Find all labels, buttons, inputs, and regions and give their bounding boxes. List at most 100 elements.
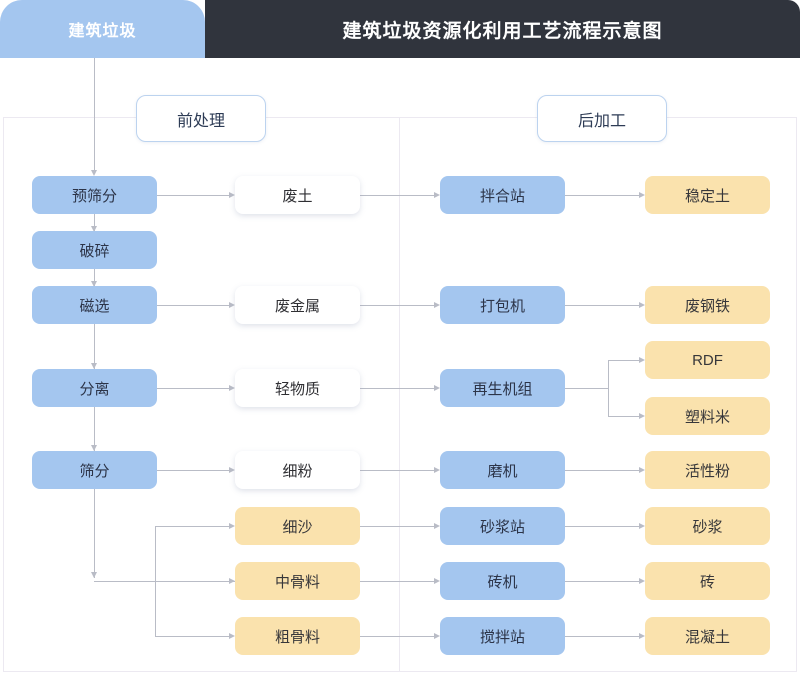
node-coarse-aggregate[interactable]: 粗骨料 [235,617,360,655]
node-concrete[interactable]: 混凝土 [645,617,770,655]
connector-r1-c1c2-h [157,195,229,196]
node-label: 筛分 [79,462,110,480]
connector-r1-c3c4-h [565,195,639,196]
node-rdf[interactable]: RDF [645,341,770,379]
node-fine-powder[interactable]: 细粉 [235,451,360,489]
connector-r6-c2c3-arrow [434,577,440,584]
connector-r1-c2c3-arrow [434,191,440,198]
connector-to-coarseagg-h [155,636,229,637]
node-label: 磁选 [79,297,110,315]
connector-r7-c3c4-h [565,636,639,637]
connector-r1-c2c3-h [360,195,434,196]
node-label: 废土 [282,187,313,205]
connector-p1-arrow [90,226,97,232]
node-label: 砖 [699,573,715,591]
node-mill[interactable]: 磨机 [440,451,565,489]
node-label: 打包机 [479,297,525,315]
node-plastic-pellet[interactable]: 塑料米 [645,397,770,435]
category-tab[interactable]: 建筑垃圾 [0,0,205,58]
node-mid-aggregate[interactable]: 中骨料 [235,562,360,600]
connector-r6-c3c4-arrow [639,577,645,584]
node-label: 稳定土 [684,187,730,205]
node-magnetic[interactable]: 磁选 [32,286,157,324]
node-label: 细沙 [282,518,313,536]
connector-r5-c3c4-h [565,526,639,527]
node-label: 分离 [79,380,110,398]
connector-r3-c1c2-h [157,388,229,389]
node-label: 磨机 [487,462,518,480]
connector-r5-c3c4-arrow [639,522,645,529]
connector-entry-v [94,58,95,170]
connector-r7-c2c3-h [360,636,434,637]
connector-r3-c2c3-arrow [434,384,440,391]
connector-regen-bracket-v [608,360,609,416]
connector-screen-to-midagg-h [94,581,235,582]
node-label: 砂浆 [692,518,723,536]
connector-r6-c2c3-h [360,581,434,582]
node-label: RDF [692,351,723,369]
connector-screen-down-v [94,489,95,578]
node-label: 再生机组 [472,380,533,398]
connector-r2-c3c4-h [565,305,639,306]
node-active-powder[interactable]: 活性粉 [645,451,770,489]
title-bar: 建筑垃圾资源化利用工艺流程示意图 [205,0,800,58]
node-scrap-steel[interactable]: 废钢铁 [645,286,770,324]
connector-p3-v [94,324,95,369]
connector-r4-c3c4-arrow [639,466,645,473]
connector-to-finesand-h [155,526,229,527]
connector-regen-plastic-h [608,416,639,417]
node-mixing-station[interactable]: 拌合站 [440,176,565,214]
connector-r4-c2c3-arrow [434,466,440,473]
node-waste-soil[interactable]: 废土 [235,176,360,214]
connector-r4-c2c3-h [360,470,434,471]
connector-r6-c3c4-h [565,581,639,582]
node-stabilized-soil[interactable]: 稳定土 [645,176,770,214]
connector-r1-c3c4-arrow [639,191,645,198]
connector-r7-c3c4-arrow [639,632,645,639]
node-label: 砂浆站 [479,518,525,536]
node-label: 塑料米 [684,408,730,426]
connector-screen-down-arrow [90,572,97,578]
connector-p4-arrow [90,445,97,451]
connector-regen-stem-h [565,388,609,389]
node-label: 粗骨料 [274,628,320,646]
node-baler[interactable]: 打包机 [440,286,565,324]
section-label-pretreatment-text: 前处理 [176,112,225,130]
node-label: 中骨料 [274,573,320,591]
node-label: 预筛分 [71,187,117,205]
page-title: 建筑垃圾资源化利用工艺流程示意图 [342,20,663,42]
node-brick-machine[interactable]: 砖机 [440,562,565,600]
connector-regen-rdf-arrow [639,356,645,363]
connector-r2-c1c2-arrow [229,301,235,308]
connector-p1-v [94,214,95,232]
connector-regen-rdf-h [608,360,639,361]
connector-entry-arrow [90,170,97,176]
connector-r5-c2c3-arrow [434,522,440,529]
node-label: 拌合站 [479,187,525,205]
connector-r4-c1c2-arrow [229,466,235,473]
connector-r3-c1c2-arrow [229,384,235,391]
node-mortar[interactable]: 砂浆 [645,507,770,545]
connector-to-midagg-arrow [229,577,235,584]
node-label: 砖机 [487,573,518,591]
connector-agg-bracket-v [155,526,156,636]
connector-p3-arrow [90,363,97,369]
node-separate[interactable]: 分离 [32,369,157,407]
connector-r7-c2c3-arrow [434,632,440,639]
node-batching-plant[interactable]: 搅拌站 [440,617,565,655]
connector-r4-c3c4-h [565,470,639,471]
node-brick[interactable]: 砖 [645,562,770,600]
node-label: 废金属 [274,297,320,315]
connector-r1-c1c2-arrow [229,191,235,198]
node-label: 破碎 [79,242,110,260]
node-fine-sand[interactable]: 细沙 [235,507,360,545]
node-pre-screen[interactable]: 预筛分 [32,176,157,214]
node-crush[interactable]: 破碎 [32,231,157,269]
node-regeneration-unit[interactable]: 再生机组 [440,369,565,407]
node-label: 细粉 [282,462,313,480]
node-screen[interactable]: 筛分 [32,451,157,489]
node-mortar-station[interactable]: 砂浆站 [440,507,565,545]
node-light-matter[interactable]: 轻物质 [235,369,360,407]
node-waste-metal[interactable]: 废金属 [235,286,360,324]
